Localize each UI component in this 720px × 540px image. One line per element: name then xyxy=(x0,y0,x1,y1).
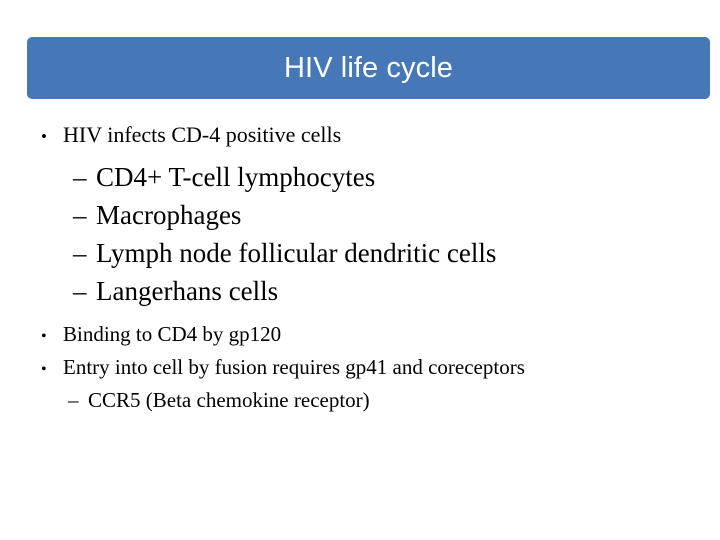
dash-marker-icon: – xyxy=(73,200,87,230)
sub-bullet-text: CD4+ T-cell lymphocytes xyxy=(96,162,376,192)
bullet-item: • Binding to CD4 by gp120 xyxy=(0,319,720,352)
sub-bullet-item: – CD4+ T-cell lymphocytes xyxy=(0,158,720,196)
bullet-text: Binding to CD4 by gp120 xyxy=(63,322,282,346)
bullet-marker-icon: • xyxy=(41,127,47,146)
dash-marker-icon: – xyxy=(73,238,87,268)
sub-bullet-item: – Langerhans cells xyxy=(0,272,720,310)
slide-title-banner: HIV life cycle xyxy=(27,37,710,99)
slide-body: • HIV infects CD-4 positive cells – CD4+… xyxy=(0,120,720,416)
bullet-marker-icon: • xyxy=(41,328,47,345)
sub-bullet-group-a: – CD4+ T-cell lymphocytes – Macrophages … xyxy=(0,158,720,310)
dash-marker-icon: – xyxy=(73,162,87,192)
sub-bullet-text: Lymph node follicular dendritic cells xyxy=(96,238,497,268)
sub-bullet-text: Langerhans cells xyxy=(96,276,279,306)
sub-bullet-item: – CCR5 (Beta chemokine receptor) xyxy=(0,385,720,416)
bullet-item: • HIV infects CD-4 positive cells xyxy=(0,120,720,152)
page-title: HIV life cycle xyxy=(284,51,453,84)
bullet-text: Entry into cell by fusion requires gp41 … xyxy=(63,355,525,379)
sub-bullet-item: – Macrophages xyxy=(0,196,720,234)
bullet-item: • Entry into cell by fusion requires gp4… xyxy=(0,352,720,385)
bullet-text: HIV infects CD-4 positive cells xyxy=(63,122,342,147)
dash-marker-icon: – xyxy=(73,276,87,306)
bullet-group-b: • Binding to CD4 by gp120 • Entry into c… xyxy=(0,319,720,416)
sub-bullet-item: – Lymph node follicular dendritic cells xyxy=(0,234,720,272)
dash-marker-icon: – xyxy=(68,388,79,412)
bullet-marker-icon: • xyxy=(41,361,47,378)
sub-bullet-text: CCR5 (Beta chemokine receptor) xyxy=(88,388,370,412)
sub-bullet-text: Macrophages xyxy=(96,200,242,230)
